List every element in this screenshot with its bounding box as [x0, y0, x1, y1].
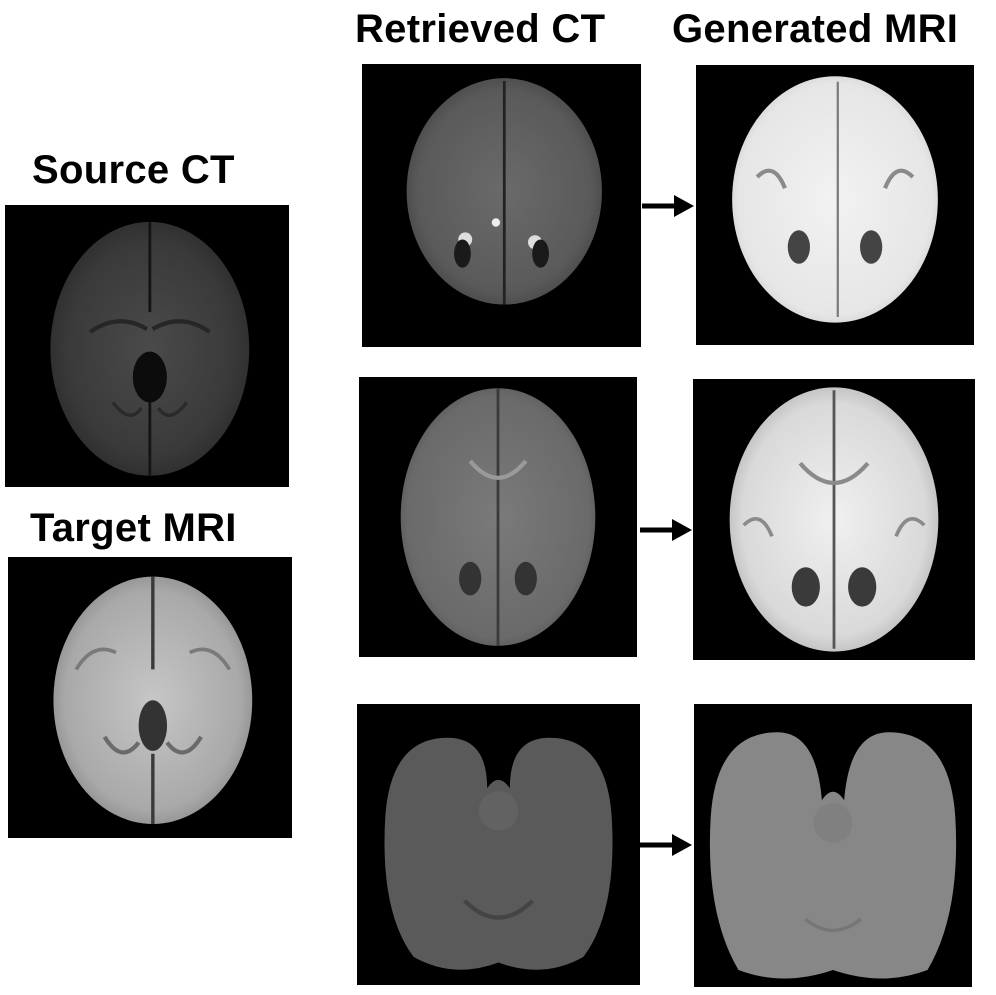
generated-mri-image-3 [694, 704, 972, 987]
arrow-right-icon [640, 519, 692, 541]
source-ct-label: Source CT [32, 148, 235, 192]
generated-mri-label: Generated MRI [672, 7, 959, 51]
target-mri-image [8, 557, 292, 838]
source-ct-image [5, 205, 289, 487]
retrieved-ct-image-3 [357, 704, 640, 985]
arrow-right-icon [640, 834, 692, 856]
retrieved-ct-image-1 [362, 64, 641, 347]
arrow-right-icon [642, 195, 694, 217]
retrieved-ct-image-2 [359, 377, 637, 657]
generated-mri-image-2 [693, 379, 975, 660]
target-mri-label: Target MRI [30, 506, 237, 550]
generated-mri-image-1 [696, 65, 974, 345]
retrieved-ct-label: Retrieved CT [355, 7, 606, 51]
